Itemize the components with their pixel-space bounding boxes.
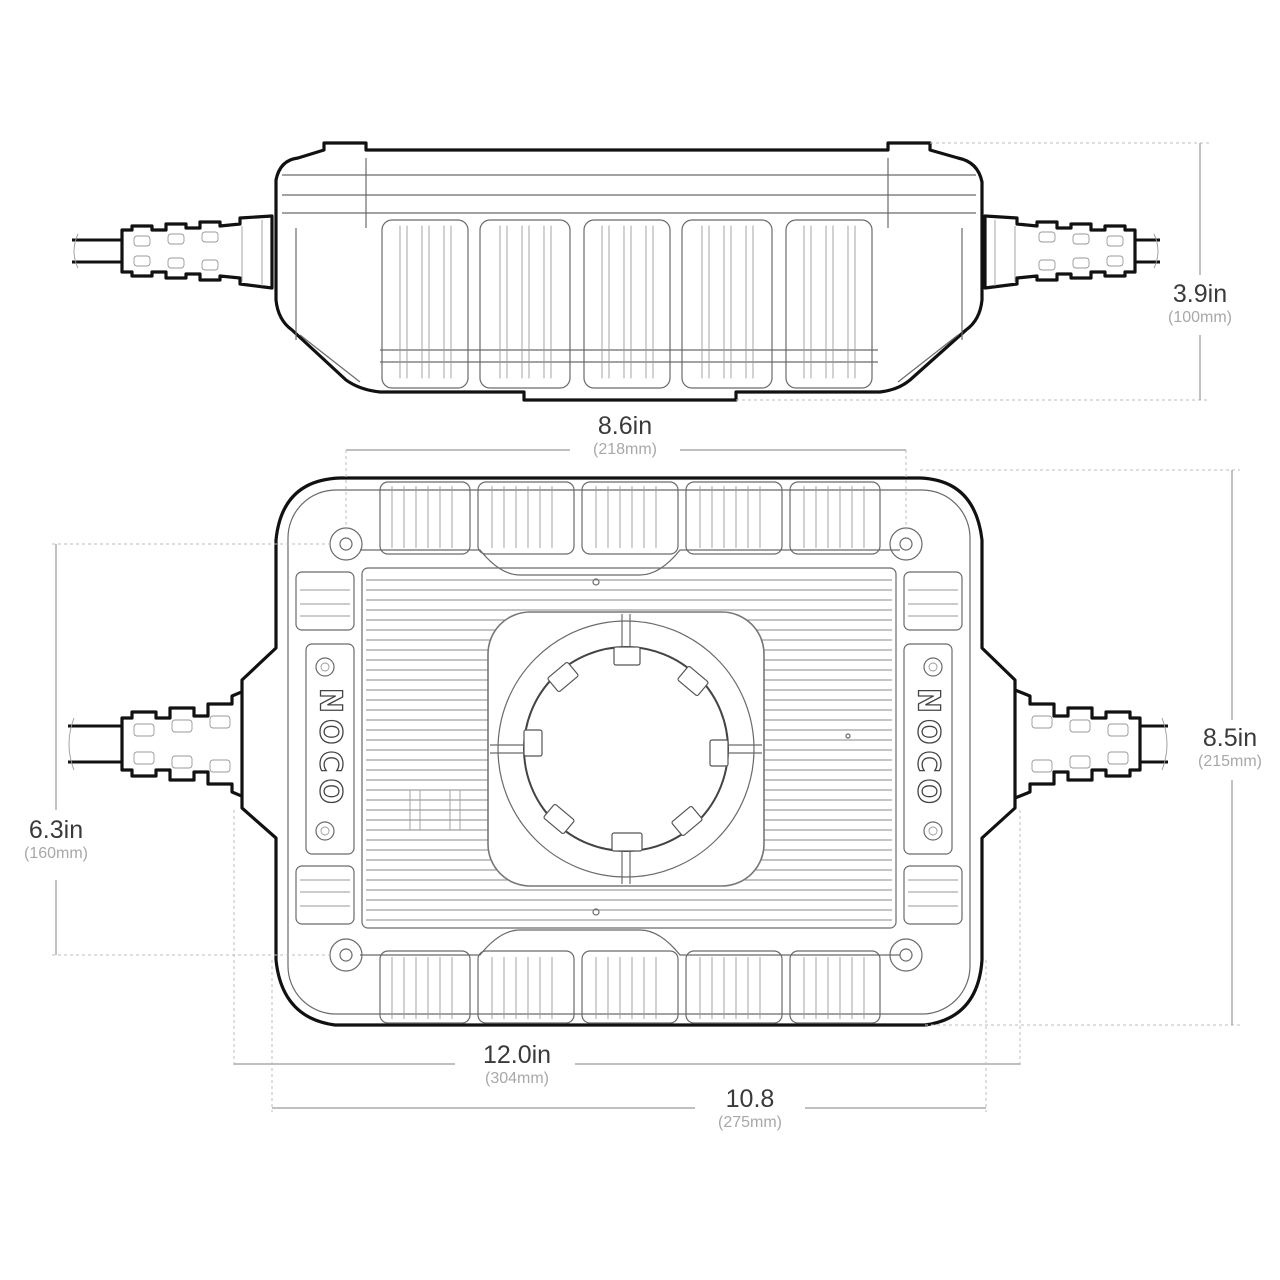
dim-height-value: 3.9in [1172, 280, 1228, 308]
dim-bolt-depth-label: 6.3in (160mm) [0, 818, 112, 862]
dim-bolt-width-metric: (218mm) [592, 441, 657, 458]
dim-bolt-width-label: 8.6in (218mm) [575, 414, 675, 458]
dimension-lines [52, 142, 1240, 1112]
side-body-outline [274, 141, 984, 402]
brand-logo-right: NOCO [910, 687, 946, 811]
dim-depth-metric: (215mm) [1197, 753, 1262, 770]
right-cable-side [983, 214, 1160, 290]
right-cable-top [988, 678, 1168, 810]
side-view [72, 141, 1160, 402]
brand-logo-left: NOCO [312, 687, 348, 811]
dim-height-label: 3.9in (100mm) [1150, 282, 1250, 326]
dim-body-width-value: 10.8 [725, 1085, 775, 1113]
dim-overall-width-value: 12.0in [482, 1041, 552, 1069]
dim-body-width-label: 10.8 (275mm) [700, 1087, 800, 1131]
dim-bolt-depth-metric: (160mm) [23, 845, 88, 862]
side-fins [380, 219, 878, 389]
center-mount [487, 611, 765, 887]
left-cable-top [68, 678, 272, 810]
dim-overall-width-metric: (304mm) [484, 1070, 549, 1087]
top-view [68, 476, 1168, 1027]
left-cable-side [72, 214, 274, 290]
dim-overall-width-label: 12.0in (304mm) [462, 1043, 572, 1087]
dim-depth-value: 8.5in [1202, 724, 1258, 752]
bottom-fins [360, 929, 900, 1024]
dim-bolt-width-value: 8.6in [597, 412, 653, 440]
dim-height-metric: (100mm) [1167, 309, 1232, 326]
top-fins [360, 481, 900, 576]
right-end-block [903, 571, 963, 925]
dim-depth-label: 8.5in (215mm) [1180, 726, 1280, 770]
dim-bolt-depth-value: 6.3in [28, 816, 84, 844]
left-end-block [295, 571, 355, 925]
dim-body-width-metric: (275mm) [717, 1114, 782, 1131]
